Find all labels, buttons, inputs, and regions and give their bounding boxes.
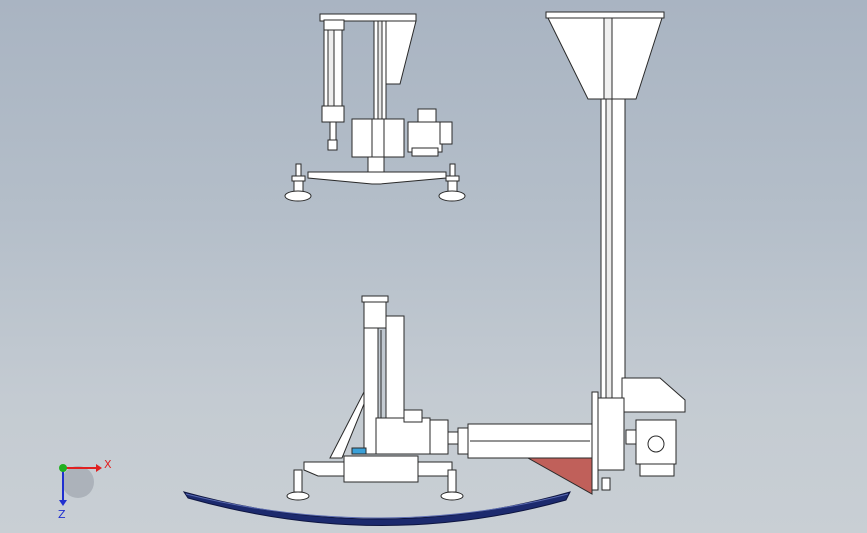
triad-shade — [62, 466, 94, 498]
hub — [367, 156, 385, 175]
lift-rail-left — [363, 327, 379, 455]
left-sucker-nut — [291, 175, 306, 182]
cylinder-top — [323, 19, 345, 31]
left-sucker-body — [293, 180, 304, 193]
angle-bracket — [526, 457, 593, 495]
upper-gripper-assembly[interactable] — [284, 13, 466, 202]
lower-left-cup — [286, 491, 310, 501]
column-assembly[interactable] — [545, 11, 686, 471]
conveyor-top-edge — [185, 493, 569, 519]
reducer-foot — [639, 463, 675, 477]
cylinder-rail — [327, 29, 335, 107]
cylinder-body-lower — [321, 105, 345, 123]
hopper-rib — [603, 17, 613, 100]
motor-top — [417, 108, 437, 123]
curved-conveyor[interactable] — [182, 491, 571, 526]
gearbox-left — [351, 118, 373, 158]
cylinder-tip — [327, 139, 338, 151]
tall-column — [600, 98, 626, 400]
lift-carriage — [375, 417, 431, 455]
conveyor-belt — [182, 491, 571, 526]
lift-brace — [329, 391, 365, 459]
gearbox-right — [383, 118, 405, 158]
triad-z-label: Z — [58, 508, 66, 521]
actuator-end-plate — [591, 391, 599, 491]
cyan-marker — [351, 447, 367, 455]
left-sucker-cup — [284, 190, 312, 202]
top-mount-plate — [319, 13, 417, 22]
horizontal-actuator[interactable] — [429, 391, 677, 495]
triad-x-arrow — [96, 464, 102, 472]
motor-cap — [439, 121, 453, 145]
coupling-flange — [429, 419, 449, 455]
lift-plate — [403, 409, 423, 423]
lift-motor-cap — [361, 295, 389, 303]
right-sucker-cup — [438, 190, 466, 202]
top-gusset — [384, 20, 417, 85]
column-bracket — [621, 377, 686, 413]
hopper-top-plate — [545, 11, 665, 19]
lower-left-sucker — [293, 469, 303, 493]
lift-base-block — [343, 455, 419, 483]
right-sucker-nut — [445, 175, 460, 182]
small-foot — [601, 477, 611, 491]
triad-x-label: X — [104, 458, 112, 471]
lower-right-cup — [440, 491, 464, 501]
lower-lift-unit[interactable] — [286, 295, 464, 501]
right-sucker-stem — [449, 163, 456, 177]
motor-base — [411, 147, 439, 157]
gripper-cross-plate — [307, 171, 447, 185]
tall-column-inner — [605, 98, 613, 400]
lower-right-sucker — [447, 469, 457, 493]
column-lower-block — [597, 397, 625, 471]
reducer-bolt-circle — [647, 435, 665, 453]
left-sucker-stem — [295, 163, 302, 177]
triad-y-origin — [59, 464, 67, 472]
actuator-collar — [457, 427, 469, 455]
gearbox-center — [371, 118, 385, 158]
column-inner-line — [377, 20, 383, 122]
cylinder-rod — [329, 121, 337, 141]
coupling-shaft — [447, 431, 459, 445]
triad-z-arrow — [59, 500, 67, 506]
right-sucker-body — [447, 180, 458, 193]
orientation-triad[interactable]: X Z — [58, 458, 112, 521]
